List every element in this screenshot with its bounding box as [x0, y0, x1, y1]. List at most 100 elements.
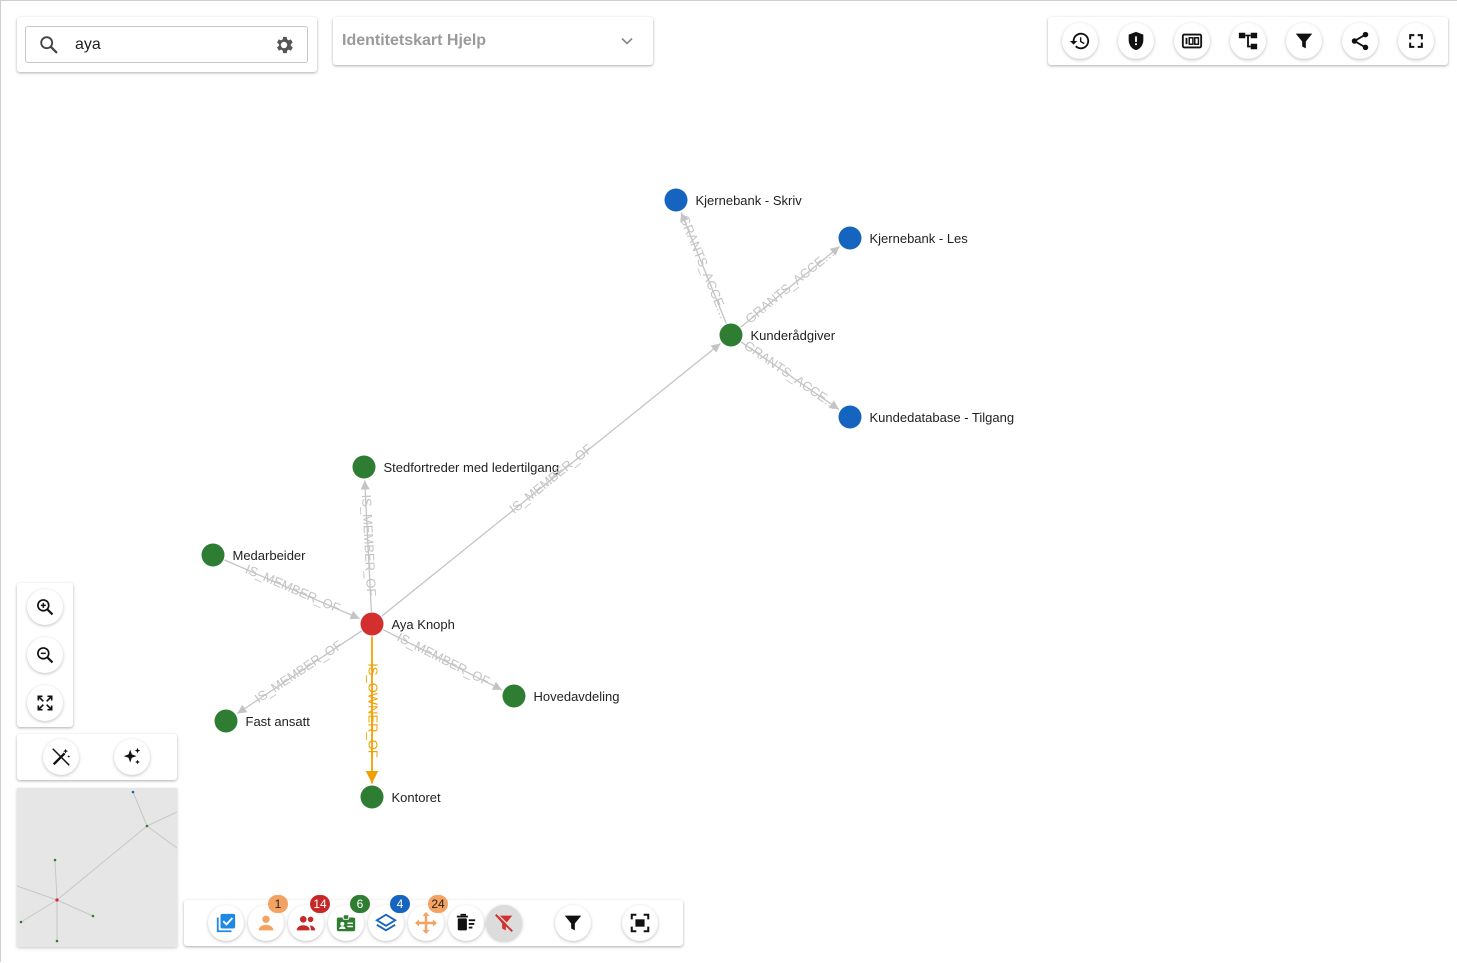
delete-sweep-icon [456, 913, 476, 931]
graph-node-kunde[interactable]: Kunderådgiver [719, 323, 836, 347]
node-label: Fast ansatt [246, 714, 311, 729]
gear-icon[interactable] [273, 34, 295, 61]
node-circle[interactable] [360, 612, 384, 636]
bottom-toolbar: 1 14 6 4 24 [184, 895, 683, 946]
select-all-button[interactable] [208, 905, 244, 941]
node-circle[interactable] [502, 684, 526, 708]
node-label: Kjernebank - Skriv [696, 193, 803, 208]
graph-edge[interactable] [740, 246, 840, 328]
graph-edge[interactable] [360, 480, 373, 612]
graph-edge-labels: IS_MEMBER_OF IS_MEMBER_OF IS_MEMBER_OF IS_M… [243, 213, 841, 758]
delete-list-button[interactable] [448, 905, 484, 941]
move-count-badge: 24 [428, 895, 448, 913]
node-circle[interactable] [664, 188, 688, 212]
magic-wand-off-button[interactable] [43, 739, 79, 775]
graph-node-medarb[interactable]: Medarbeider [201, 543, 307, 567]
graph-node-aya[interactable]: Aya Knoph [360, 612, 455, 636]
graph-node-kontor[interactable]: Kontoret [360, 785, 442, 809]
filter-icon [1295, 33, 1313, 49]
groups-count-badge: 14 [310, 895, 330, 913]
node-label: Aya Knoph [392, 617, 455, 632]
graph-edge[interactable] [382, 629, 503, 691]
graph-edge[interactable] [381, 342, 721, 617]
zoom-out-icon [37, 647, 54, 664]
identities-button[interactable]: 1 [248, 895, 288, 941]
auto-awesome-button[interactable] [114, 739, 150, 775]
filter-off-icon [495, 913, 514, 932]
graph-edge[interactable] [680, 212, 727, 324]
hierarchy-icon [1238, 32, 1258, 50]
focus-button[interactable] [622, 905, 658, 941]
fullscreen-icon [1409, 34, 1423, 48]
node-circle[interactable] [214, 709, 238, 733]
groups-button[interactable]: 14 [288, 895, 330, 941]
node-label: Kundedatabase - Tilgang [870, 410, 1015, 425]
identities-count-badge: 1 [268, 895, 288, 913]
node-label: Medarbeider [233, 548, 307, 563]
filter-button-bottom[interactable] [555, 905, 591, 941]
node-circle[interactable] [201, 543, 225, 567]
move-arrows-icon [415, 912, 437, 934]
node-circle[interactable] [838, 405, 862, 429]
zoom-in-icon [37, 599, 54, 616]
roles-button[interactable]: 6 [328, 895, 370, 941]
node-label: Hovedavdeling [534, 689, 620, 704]
layers-count-badge: 4 [390, 895, 410, 913]
share-button[interactable] [1342, 23, 1378, 59]
layers-button[interactable]: 4 [368, 895, 410, 941]
search-field[interactable] [25, 26, 308, 63]
graph-node-fast[interactable]: Fast ansatt [214, 709, 311, 733]
counter-icon [1181, 33, 1203, 49]
edge-label: IS_MEMBER_OF [243, 561, 342, 615]
shield-button[interactable] [1118, 23, 1154, 59]
search-input[interactable] [73, 33, 257, 57]
graph-node-kdb[interactable]: Kundedatabase - Tilgang [838, 405, 1015, 429]
minimap[interactable] [16, 788, 178, 947]
zoom-out-button[interactable] [27, 637, 63, 673]
graph-edge[interactable] [224, 559, 360, 620]
filter-button[interactable] [1286, 23, 1322, 59]
view-select[interactable]: Identitetskart Hjelp [333, 17, 653, 65]
node-circle[interactable] [719, 323, 743, 347]
move-button[interactable]: 24 [408, 895, 448, 941]
fit-view-button[interactable] [27, 685, 63, 721]
history-button[interactable] [1062, 23, 1098, 59]
search-icon [38, 34, 60, 61]
roles-count-badge: 6 [350, 895, 370, 913]
graph-edge[interactable] [740, 341, 840, 410]
edge-label: GRANTS_ACCE… [677, 213, 733, 321]
magic-wand-off-icon [52, 748, 71, 766]
view-select-value: Identitetskart Hjelp [342, 32, 487, 49]
badge-id-icon [336, 914, 356, 932]
counter-button[interactable] [1174, 23, 1210, 59]
filter-icon [564, 915, 582, 931]
sparkles-icon [123, 747, 141, 765]
filter-off-button[interactable] [486, 905, 522, 941]
hierarchy-button[interactable] [1230, 23, 1266, 59]
graph-edge[interactable] [236, 630, 362, 715]
node-circle[interactable] [360, 785, 384, 809]
checkbox-multiple-icon [216, 913, 236, 933]
edge-label: GRANTS_ACCE… [741, 338, 841, 413]
shield-icon [1128, 31, 1144, 51]
node-circle[interactable] [838, 226, 862, 250]
chevron-down-icon [617, 31, 637, 56]
graph-node-stedfor[interactable]: Stedfortreder med ledertilgang [352, 455, 560, 479]
fit-view-icon [37, 695, 53, 711]
edge-label: IS_OWNER_OF [366, 663, 381, 758]
graph-node-hoved[interactable]: Hovedavdeling [502, 684, 620, 708]
zoom-in-button[interactable] [27, 589, 63, 625]
search-card [17, 17, 317, 72]
node-circle[interactable] [352, 455, 376, 479]
edge-label: IS_MEMBER_OF [252, 637, 345, 706]
history-icon [1069, 32, 1090, 50]
minimap-graph [16, 790, 178, 943]
edge-label: IS_MEMBER_OF [506, 441, 595, 517]
share-icon [1351, 31, 1369, 51]
graph-node-kjskriv[interactable]: Kjernebank - Skriv [664, 188, 803, 212]
graph-node-kjles[interactable]: Kjernebank - Les [838, 226, 969, 250]
edge-label: IS_MEMBER_OF [359, 494, 379, 597]
fullscreen-button[interactable] [1398, 23, 1434, 59]
